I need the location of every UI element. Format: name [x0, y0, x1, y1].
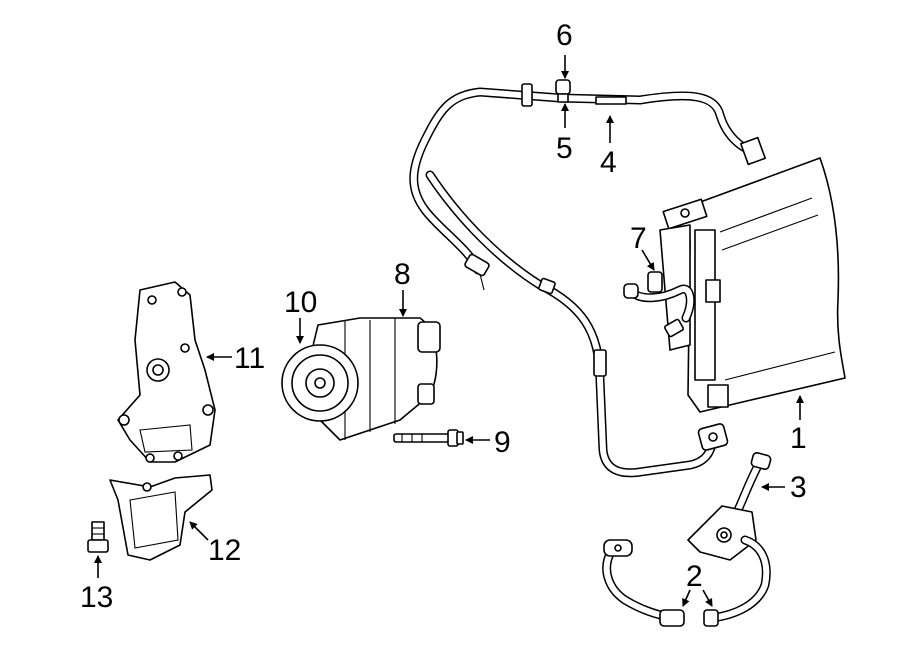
ac-suction-line: [409, 83, 767, 291]
callout-12: 12: [208, 534, 241, 567]
compressor-bolt: [393, 429, 464, 447]
ac-compressor: [281, 317, 441, 441]
ac-hose-assembly: [602, 535, 771, 627]
service-valve-cap: [555, 79, 571, 103]
callout-3: 3: [790, 471, 807, 504]
callout-9: 9: [494, 426, 511, 459]
callout-6: 6: [556, 19, 573, 52]
callout-labels: 1 2 3 4 5 6 7 8 9 10 11 12 13: [80, 19, 807, 614]
pressure-switch: [623, 271, 695, 338]
callout-5: 5: [556, 132, 573, 165]
callout-13: 13: [80, 581, 113, 614]
callout-11: 11: [234, 342, 265, 375]
callout-4: 4: [600, 146, 617, 179]
ac-liquid-line: [425, 170, 729, 478]
callout-2: 2: [686, 560, 703, 593]
callout-8: 8: [394, 258, 411, 291]
lower-bracket: [109, 474, 213, 561]
expansion-valve-block: [687, 452, 772, 561]
leader-lines: [94, 55, 804, 607]
mounting-stud: [87, 521, 109, 553]
callout-7: 7: [630, 222, 647, 255]
callout-1: 1: [790, 422, 807, 455]
condenser: [659, 157, 846, 413]
compressor-bracket: [117, 281, 216, 463]
callout-10: 10: [284, 286, 317, 319]
